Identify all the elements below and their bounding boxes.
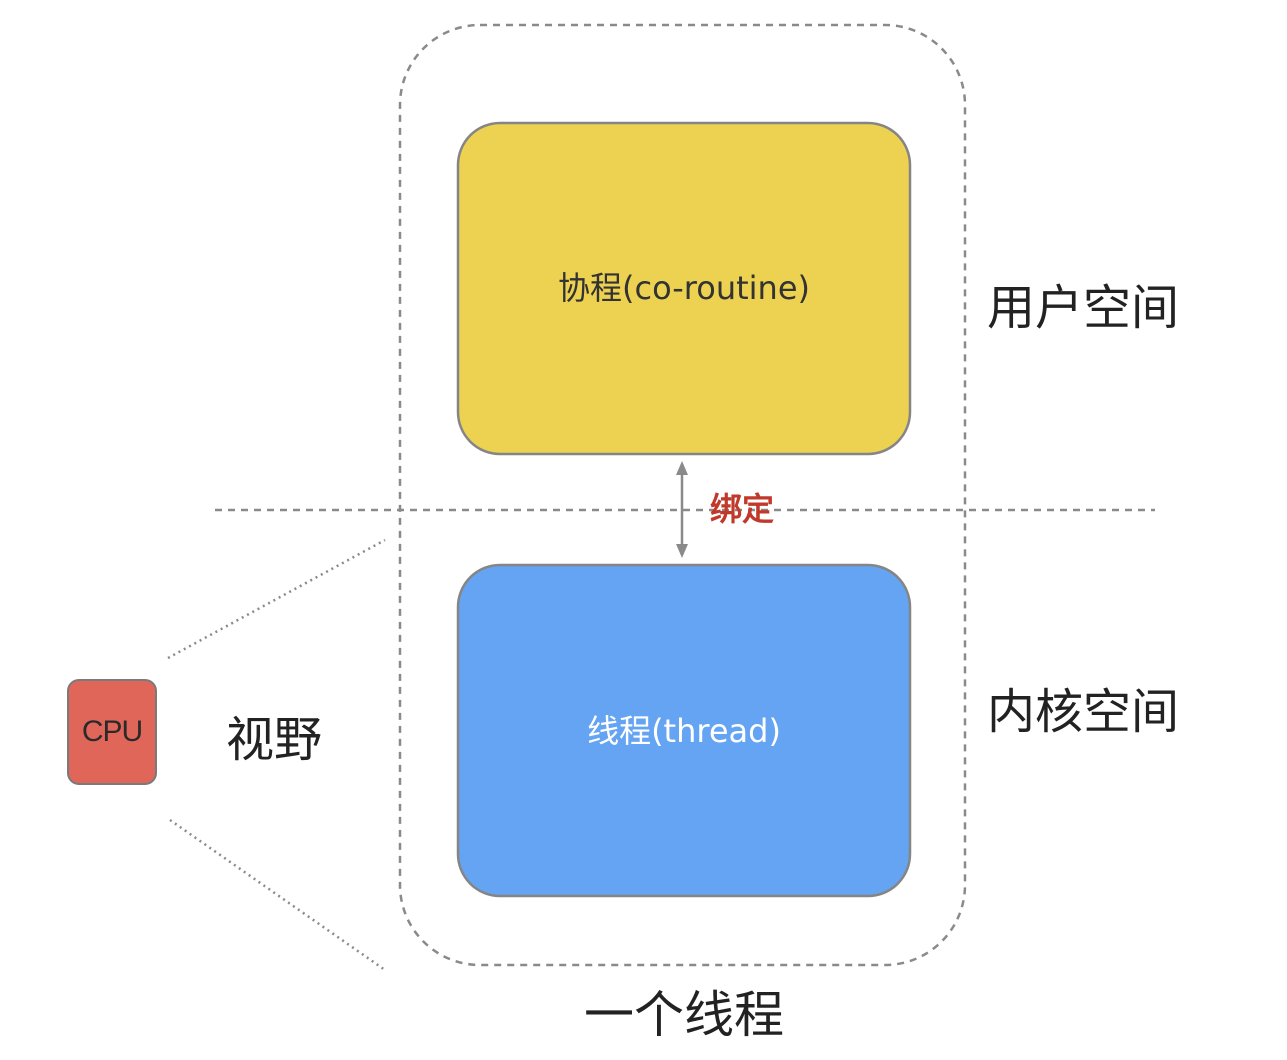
thread-box	[456, 563, 912, 898]
bind-label: 绑定	[710, 490, 775, 528]
thread-label: 线程(thread)	[587, 712, 781, 750]
coroutine-box	[456, 121, 912, 456]
view-label: 视野	[226, 712, 323, 768]
one-thread-label: 一个线程	[584, 986, 784, 1044]
cpu-label: CPU	[81, 715, 143, 748]
view-line-top	[167, 538, 386, 660]
view-line-bottom	[169, 818, 386, 972]
user-space-label: 用户空间	[987, 280, 1180, 336]
kernel-space-label: 内核空间	[987, 684, 1180, 740]
thread-container-dashed-border	[398, 23, 967, 967]
bind-arrow	[676, 461, 688, 558]
cpu-box: CPU	[67, 679, 157, 785]
coroutine-label: 协程(co-routine)	[557, 269, 811, 307]
